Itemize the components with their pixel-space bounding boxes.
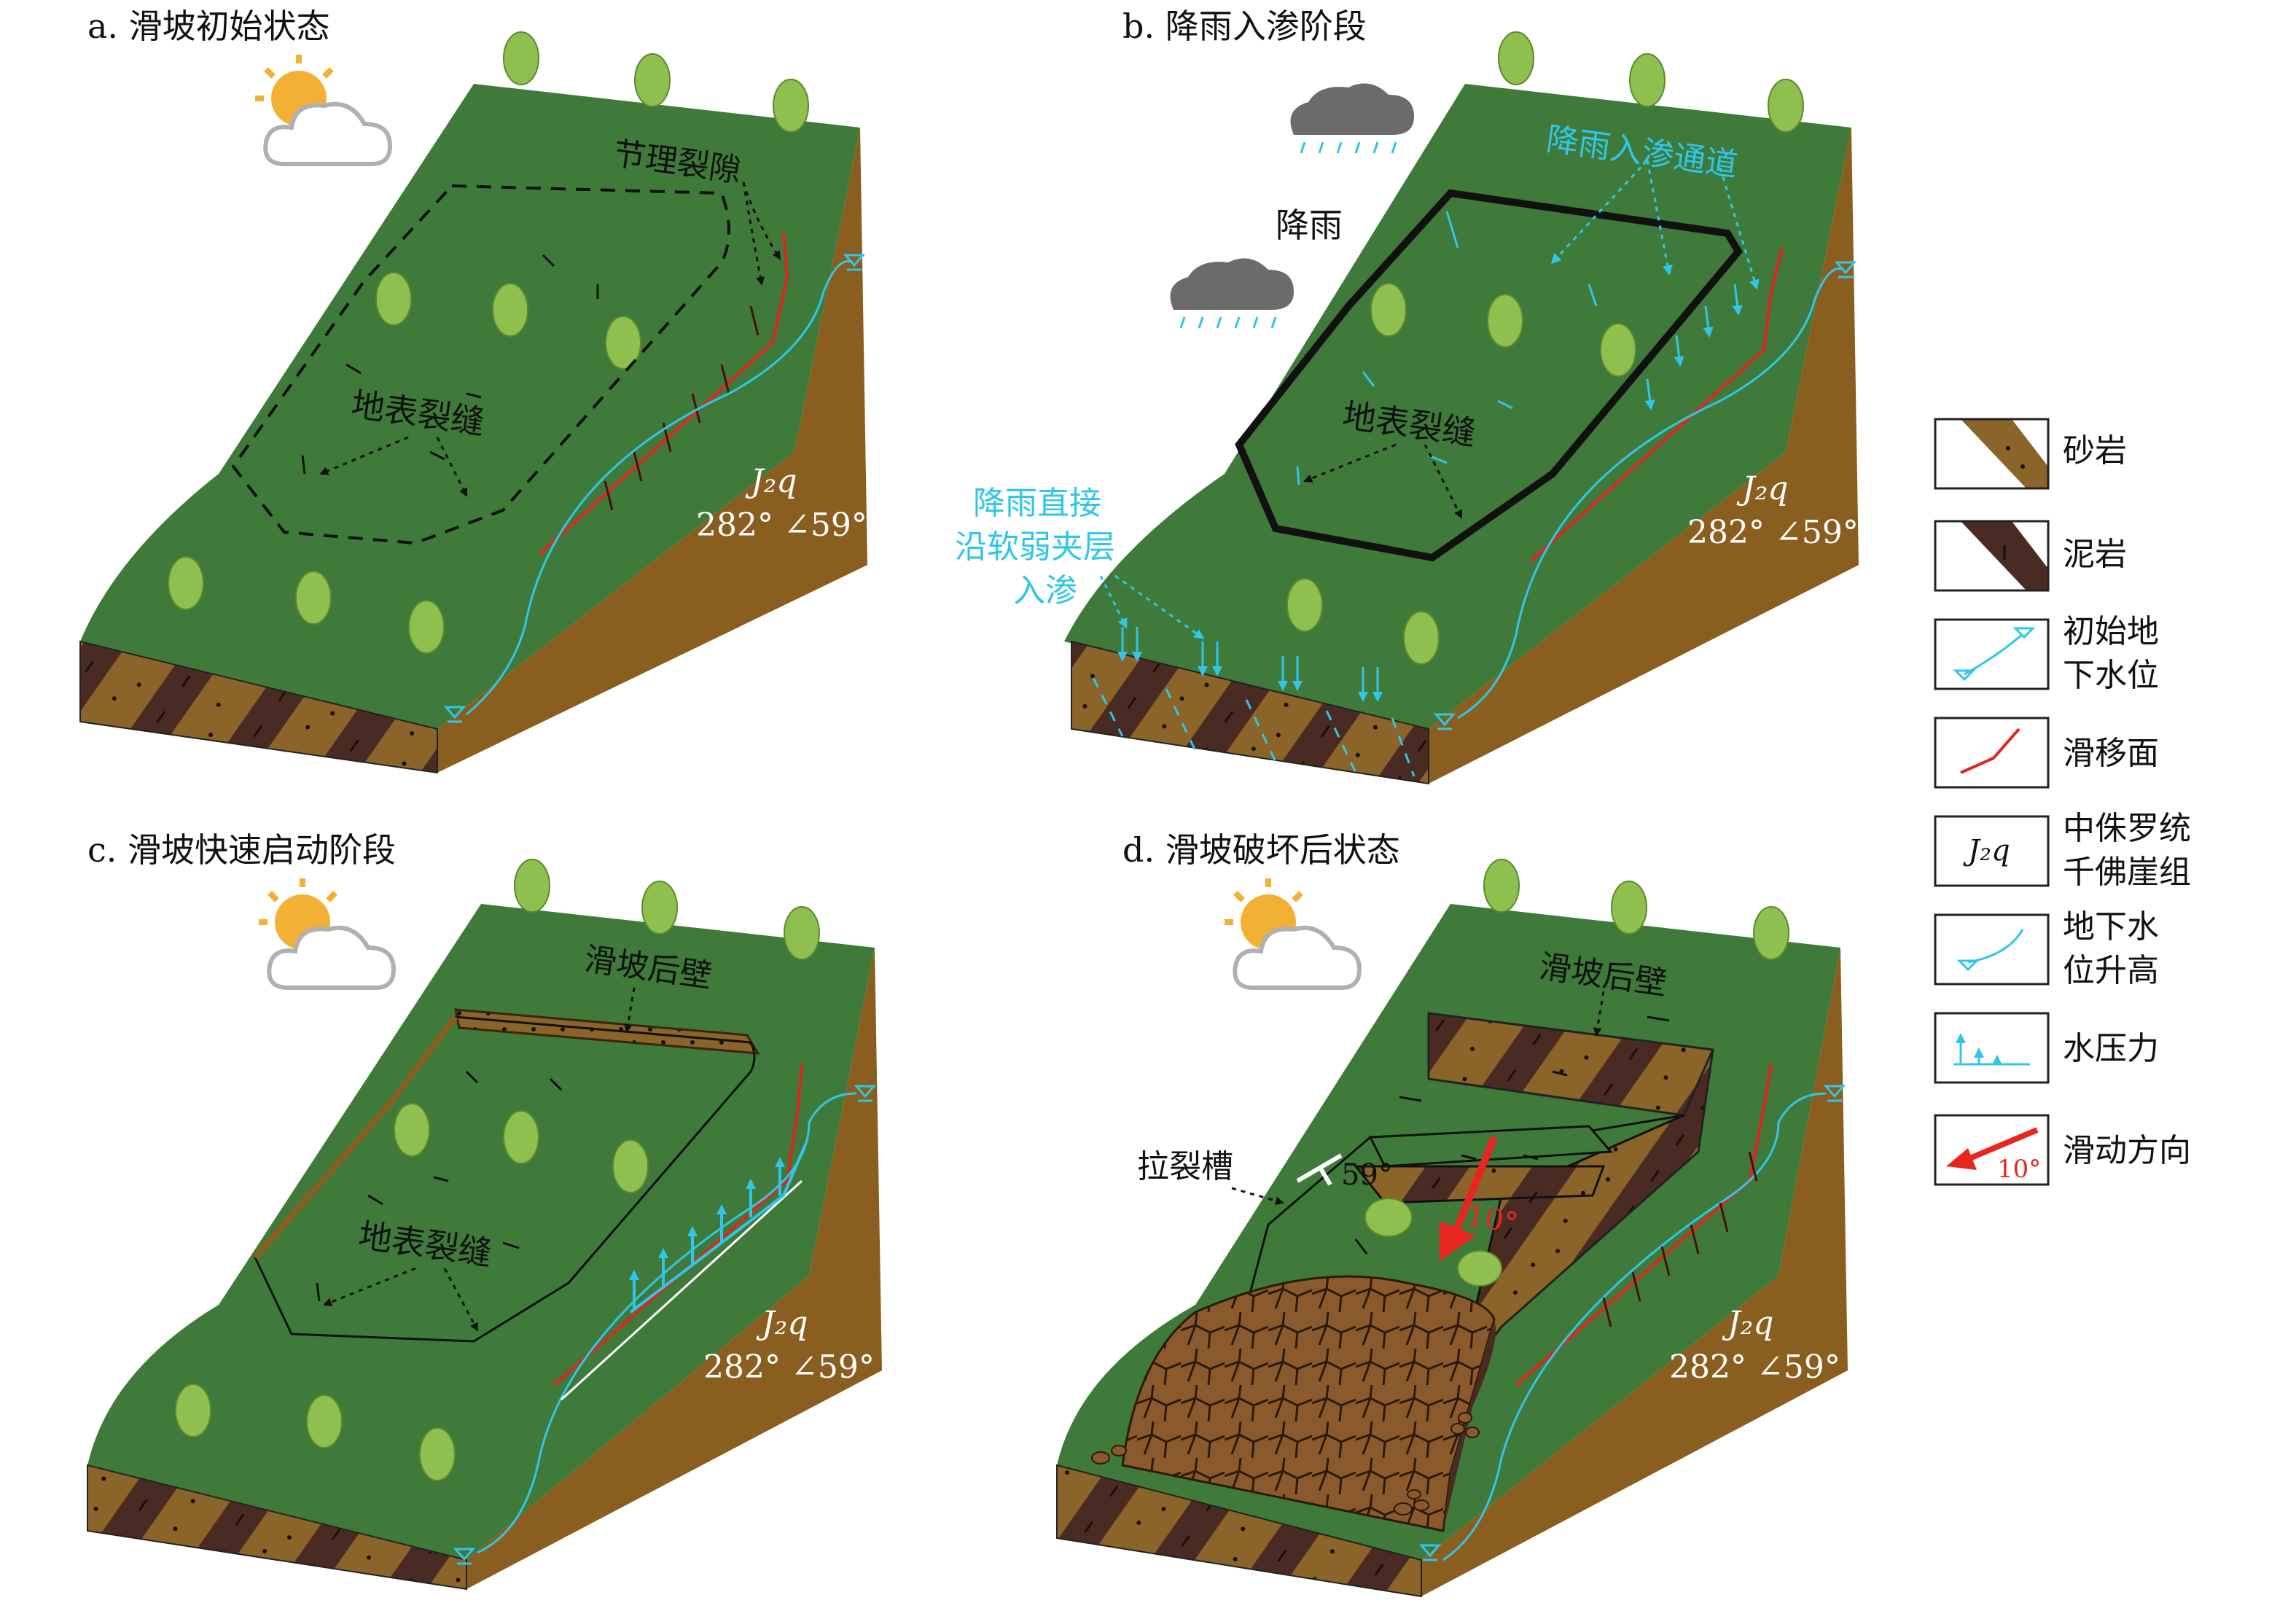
sun-cloud-icon xyxy=(255,55,393,166)
panel-a xyxy=(79,31,867,774)
label-attitude-d: 282° ∠59° xyxy=(1669,1349,1840,1386)
slip-surface-d xyxy=(1515,1064,1773,1386)
legend-slide-symbol: 10° xyxy=(1997,1155,2041,1184)
label-attitude-a: 282° ∠59° xyxy=(696,507,867,544)
label-attitude-c: 282° ∠59° xyxy=(703,1349,875,1386)
rain-cloud-icon xyxy=(1290,83,1414,154)
label-dip-d: 59° xyxy=(1341,1158,1393,1192)
legend-water-pressure-label: 水压力 xyxy=(2063,1030,2159,1067)
legend-formation-label-2: 千佛崖组 xyxy=(2063,854,2191,891)
panel-d xyxy=(1056,859,1848,1598)
label-direct-3: 入渗 xyxy=(1013,572,1077,609)
label-rain-b: 降雨 xyxy=(1276,206,1343,245)
water-table-b xyxy=(1457,268,1845,719)
label-attitude-b: 282° ∠59° xyxy=(1687,514,1859,551)
slip-surface-a xyxy=(538,233,789,555)
label-formation-a: J₂q xyxy=(745,463,797,500)
legend-initial-water-label-2: 下水位 xyxy=(2063,657,2159,694)
panel-b xyxy=(1064,31,1859,785)
legend-mudstone-label: 泥岩 xyxy=(2063,536,2127,573)
legend: J₂q 10° xyxy=(1934,418,2050,1186)
surface-crack-outline-c xyxy=(254,1015,756,1343)
label-formation-c: J₂q xyxy=(756,1305,808,1342)
panel-c xyxy=(87,859,882,1591)
label-trench-d: 拉裂槽 xyxy=(1137,1148,1233,1185)
trees-a xyxy=(168,31,809,654)
legend-water-rise-label-2: 位升高 xyxy=(2063,952,2159,989)
water-table-a xyxy=(466,260,854,716)
legend-formation-symbol: J₂q xyxy=(1963,834,2010,867)
legend-slide-dir-label: 滑动方向 xyxy=(2063,1132,2191,1169)
trees-d xyxy=(1483,859,1789,960)
legend-formation-label-1: 中侏罗统 xyxy=(2063,810,2191,847)
surface-crack-outline-b xyxy=(1235,189,1744,562)
panel-a-title: a. 滑坡初始状态 xyxy=(87,7,330,46)
legend-slip-label: 滑移面 xyxy=(2063,735,2159,772)
label-direct-2: 沿软弱夹层 xyxy=(955,528,1115,566)
panel-d-title: d. 滑坡破坏后状态 xyxy=(1122,830,1400,870)
trees-b xyxy=(1286,31,1804,665)
surface-crack-outline-a xyxy=(231,184,730,545)
debris-mass xyxy=(1121,1275,1496,1532)
sun-cloud-icon-c xyxy=(259,878,397,990)
rain-cloud-icon-2 xyxy=(1170,258,1294,329)
water-table-c xyxy=(477,1092,857,1554)
panel-c-title: c. 滑坡快速启动阶段 xyxy=(87,830,397,870)
legend-initial-water-label-1: 初始地 xyxy=(2063,613,2159,650)
label-formation-b: J₂q xyxy=(1736,470,1788,507)
water-table-d xyxy=(1442,1092,1827,1561)
dip-symbol xyxy=(1296,1153,1343,1186)
label-direct-1: 降雨直接 xyxy=(973,485,1101,522)
legend-water-rise-label-1: 地下水 xyxy=(2063,908,2159,945)
legend-sandstone-label: 砂岩 xyxy=(2063,432,2127,469)
panel-b-title: b. 降雨入渗阶段 xyxy=(1122,7,1367,46)
trees-c xyxy=(175,859,820,1481)
label-formation-d: J₂q xyxy=(1722,1305,1773,1342)
slip-surface-b xyxy=(1529,247,1784,563)
slide-direction-arrow xyxy=(1440,1136,1498,1261)
sun-cloud-icon-d xyxy=(1225,878,1362,990)
